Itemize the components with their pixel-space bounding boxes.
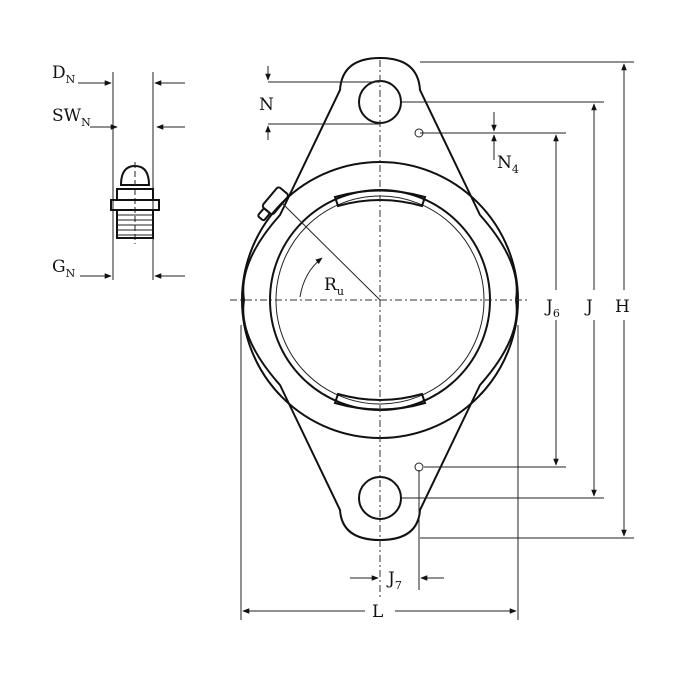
flange-housing: Ru	[230, 56, 530, 600]
radius-arc-arrow	[299, 257, 323, 298]
bottom-pin-mark	[414, 462, 424, 472]
dimension-lines: N N4 J6 J H J7 L	[240, 61, 634, 622]
label-ru: Ru	[324, 275, 344, 298]
label-h: H	[615, 297, 630, 317]
label-j7: J7	[386, 569, 402, 592]
radius-line	[282, 203, 381, 301]
nipple-hex	[110, 199, 160, 211]
bottom-slot	[333, 392, 427, 411]
label-j6: J6	[544, 297, 560, 320]
grease-nipple-detail: DN SWN GN	[52, 63, 185, 280]
label-n: N	[259, 95, 274, 115]
nipple-thread	[116, 209, 154, 239]
label-swn: SWN	[52, 106, 91, 129]
label-l: L	[372, 602, 383, 622]
housing-grease-fitting	[257, 186, 289, 222]
label-j: J	[584, 297, 593, 317]
label-n4: N4	[497, 153, 519, 176]
label-gn: GN	[52, 257, 76, 280]
top-slot	[333, 189, 427, 208]
label-dn: DN	[52, 63, 76, 86]
